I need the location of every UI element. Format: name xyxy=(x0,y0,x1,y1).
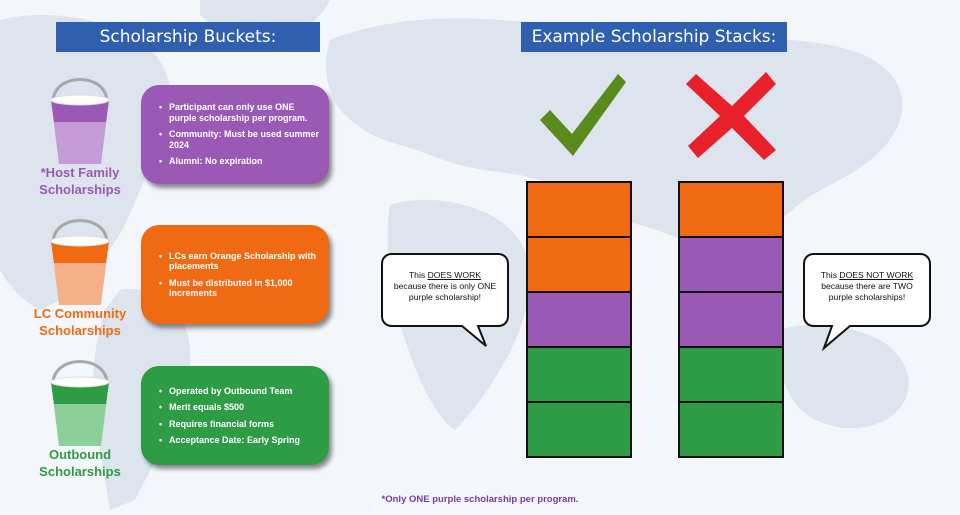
invalid-scholarship-stack xyxy=(678,181,784,458)
outbound-scholarships-label: Outbound Scholarships xyxy=(39,447,121,479)
orange-scholarship-block xyxy=(526,181,632,238)
orange-scholarship-block xyxy=(678,181,784,238)
list-item: Must be distributed in $1,000 increments xyxy=(159,278,321,299)
purple-scholarship-block xyxy=(678,291,784,348)
orange-scholarship-block xyxy=(526,236,632,293)
green-scholarship-block xyxy=(678,401,784,458)
outbound-info-box: Operated by Outbound Team Merit equals $… xyxy=(141,366,329,465)
example-stacks-header: Example Scholarship Stacks: xyxy=(521,22,787,52)
list-item: Alumni: No expiration xyxy=(159,156,321,167)
list-item: Merit equals $500 xyxy=(159,402,321,413)
does-work-text: This DOES WORK because there is only ONE… xyxy=(393,270,497,302)
speech-bubble-left xyxy=(381,253,509,347)
orange-bucket-icon xyxy=(50,219,110,305)
purple-scholarship-block xyxy=(678,236,784,293)
lc-community-info-box: LCs earn Orange Scholarship with placeme… xyxy=(141,225,329,324)
list-item: Acceptance Date: Early Spring xyxy=(159,435,321,446)
list-item: Community: Must be used summer 2024 xyxy=(159,129,321,150)
speech-bubble-right xyxy=(803,253,931,352)
host-family-scholarships-label: *Host Family Scholarships xyxy=(39,165,121,197)
green-scholarship-block xyxy=(678,346,784,403)
x-mark-icon xyxy=(686,72,776,160)
purple-bucket-icon xyxy=(50,78,110,164)
checkmark-icon xyxy=(540,74,626,156)
list-item: LCs earn Orange Scholarship with placeme… xyxy=(159,251,321,272)
green-bucket-icon xyxy=(50,360,110,446)
list-item: Participant can only use ONE purple scho… xyxy=(159,102,321,123)
green-scholarship-block xyxy=(526,346,632,403)
does-not-work-text: This DOES NOT WORK because there are TWO… xyxy=(820,270,914,302)
scholarship-buckets-header: Scholarship Buckets: xyxy=(56,22,320,52)
list-item: Operated by Outbound Team xyxy=(159,386,321,397)
footnote: *Only ONE purple scholarship per program… xyxy=(381,494,579,505)
green-scholarship-block xyxy=(526,401,632,458)
list-item: Requires financial forms xyxy=(159,419,321,430)
valid-scholarship-stack xyxy=(526,181,632,458)
purple-scholarship-block xyxy=(526,291,632,348)
lc-community-scholarships-label: LC Community Scholarships xyxy=(33,306,127,338)
host-family-info-box: Participant can only use ONE purple scho… xyxy=(141,85,329,184)
